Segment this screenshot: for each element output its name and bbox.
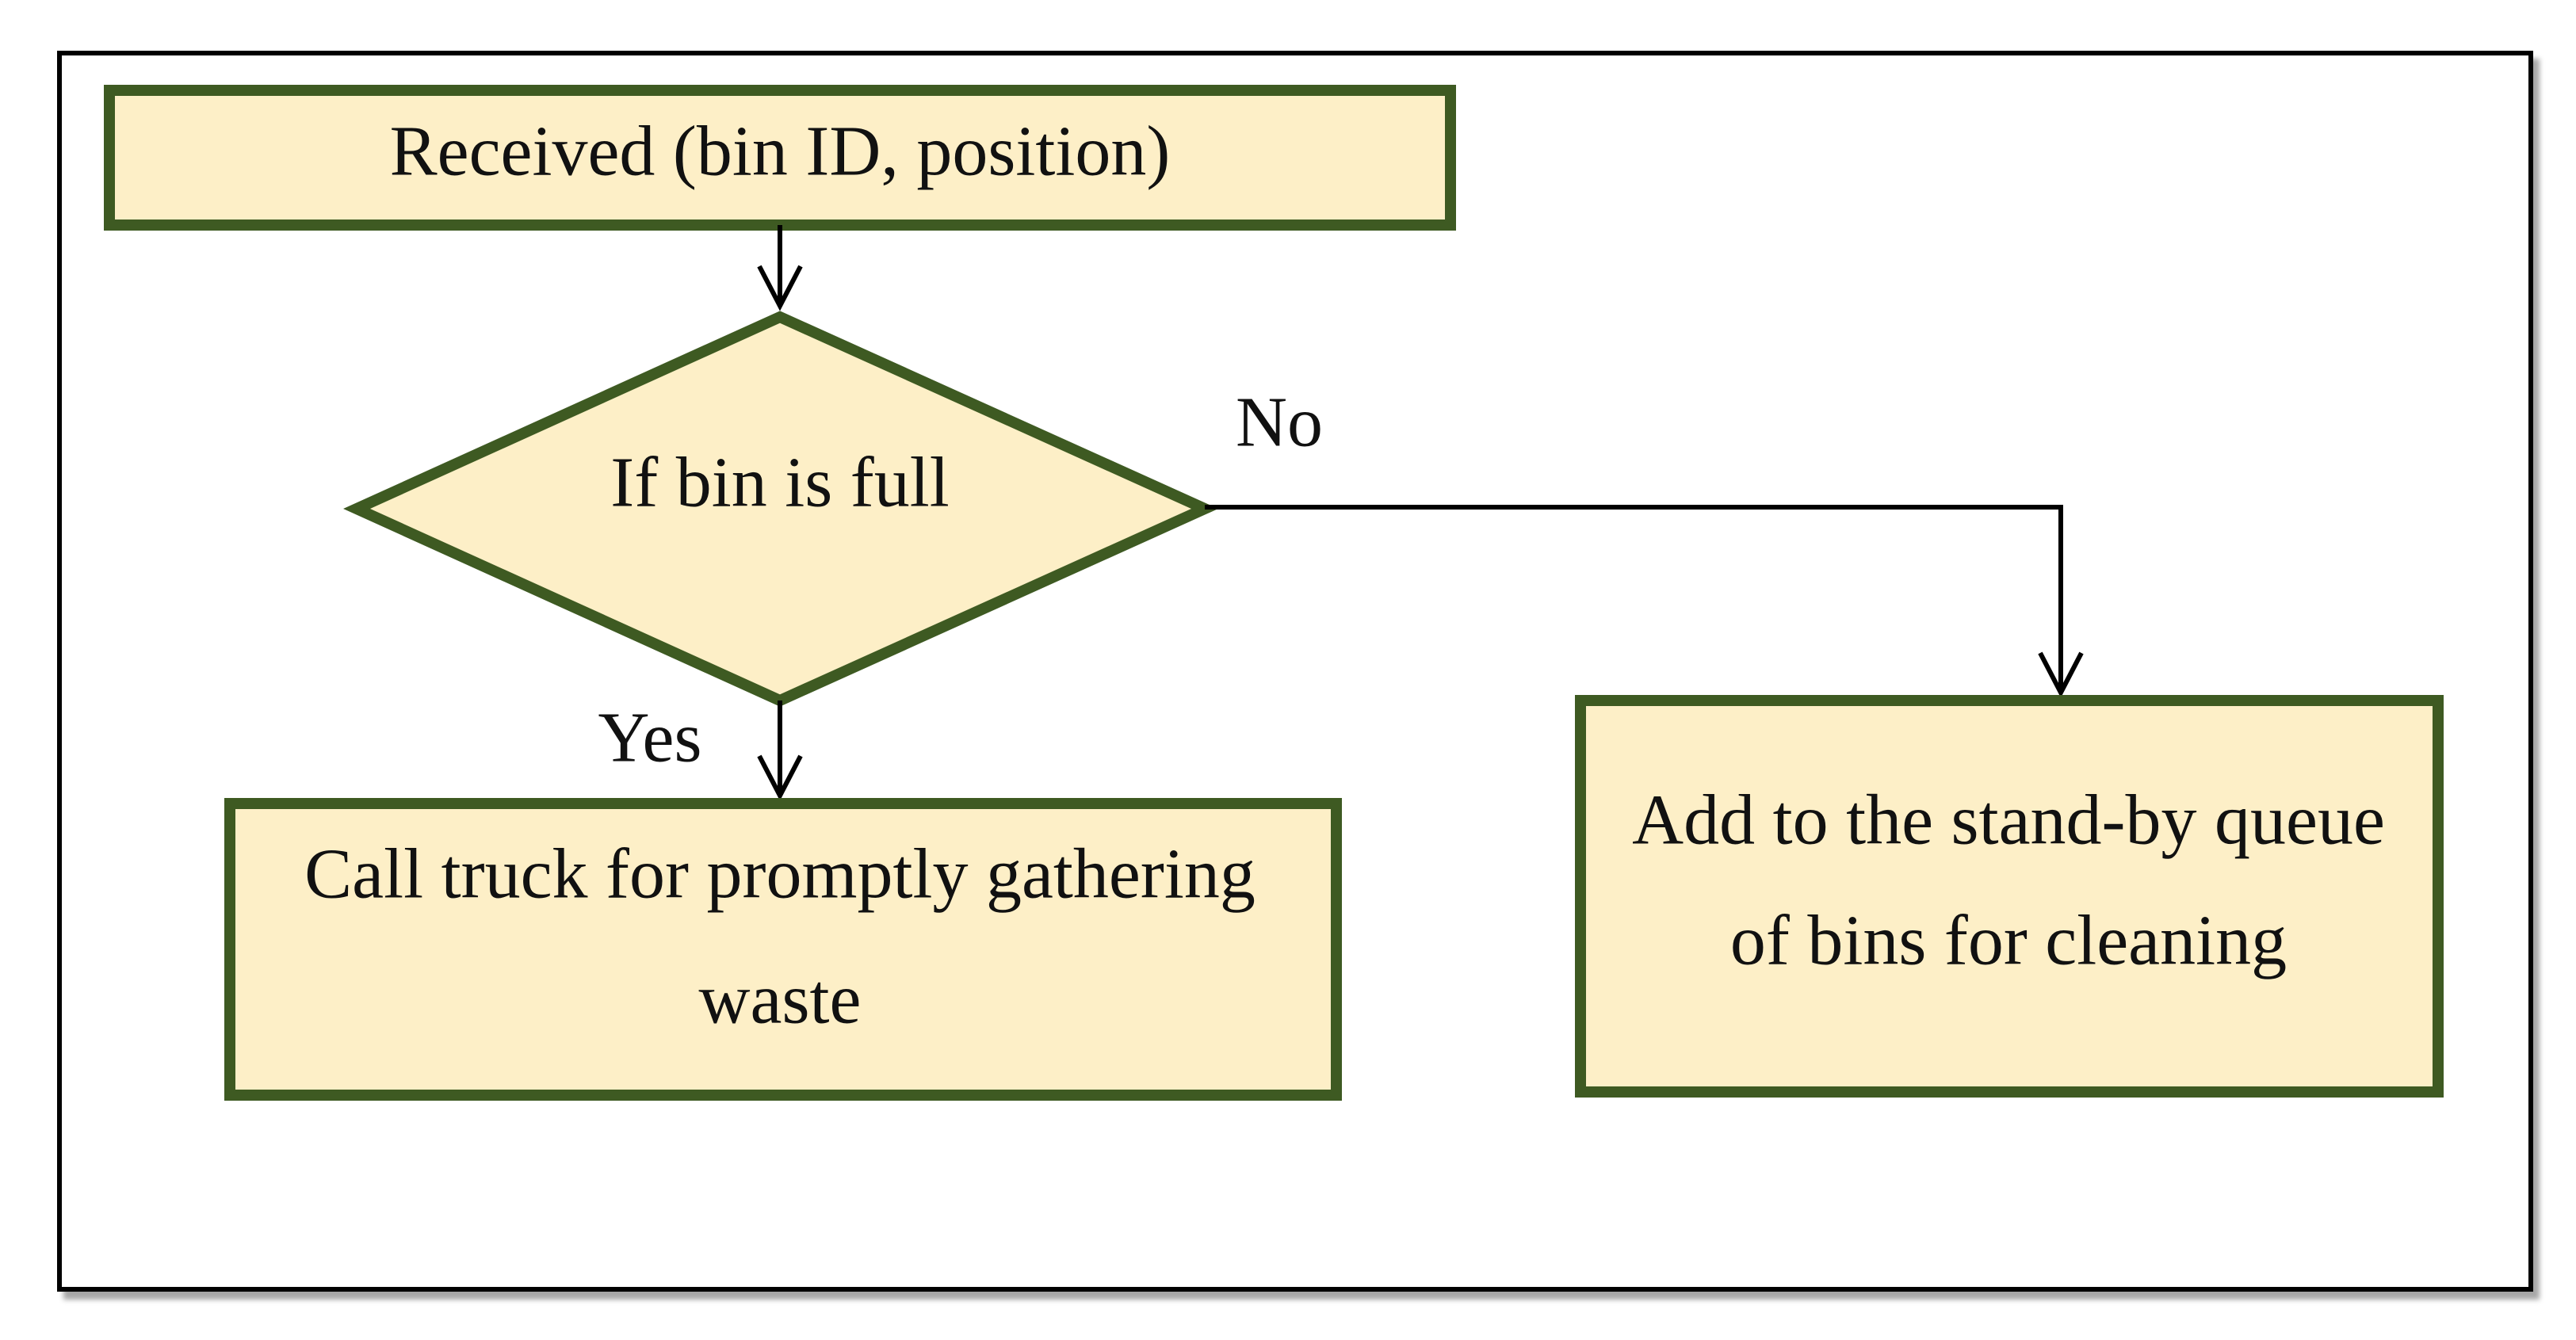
standby-node: Add to the stand-by queue of bins for cl…: [1575, 695, 2444, 1098]
standby-label-line2: of bins for cleaning: [1730, 902, 2287, 980]
standby-box: [1575, 695, 2444, 1098]
received-node: Received (bin ID, position): [104, 85, 1456, 231]
decision-label: If bin is full: [610, 444, 949, 522]
decision-node: If bin is full: [343, 311, 1219, 707]
standby-label-line1: Add to the stand-by queue: [1632, 781, 2385, 860]
edge-yes: Yes: [598, 699, 803, 801]
edge-no: No: [1205, 384, 2084, 698]
yes-label: Yes: [598, 699, 702, 777]
call-truck-node: Call truck for promptly gathering waste: [224, 798, 1342, 1101]
call-truck-box: [224, 798, 1342, 1101]
call-truck-label-line1: Call truck for promptly gathering: [304, 835, 1256, 914]
edge-received-to-decision: [757, 225, 803, 311]
no-label: No: [1236, 384, 1323, 462]
call-truck-label-line2: waste: [699, 960, 862, 1039]
received-label: Received (bin ID, position): [390, 113, 1171, 191]
